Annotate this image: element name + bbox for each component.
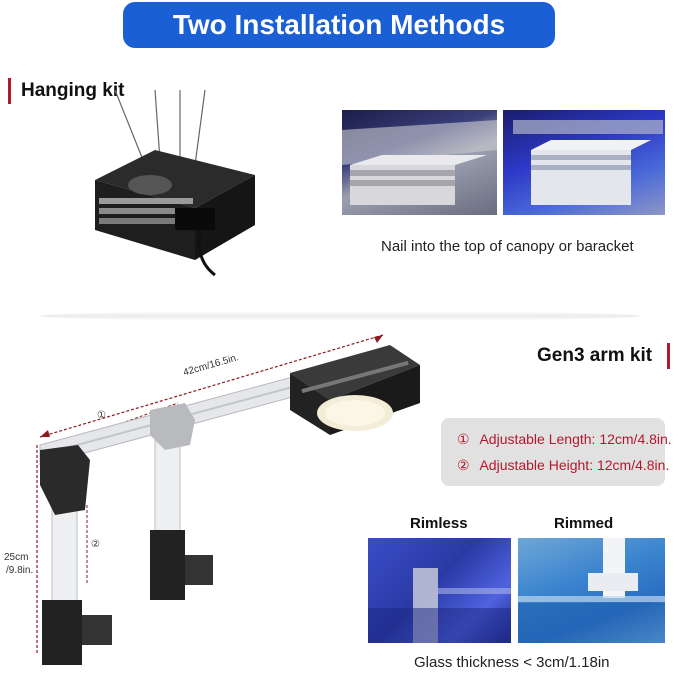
arm-kit-title: Gen3 arm kit (537, 345, 653, 366)
hanging-kit-illustration (95, 90, 255, 277)
height-dimension-label-top: 25cm (4, 552, 29, 563)
rimmed-tank-photo (518, 538, 665, 643)
adjustment-info-box: ① Adjustable Length: 12cm/4.8in. ② Adjus… (441, 418, 672, 486)
rimless-tank-photo (368, 538, 511, 643)
section-divider (40, 311, 640, 321)
info-line-length: ① Adjustable Length: 12cm/4.8in. (457, 431, 672, 448)
hanging-kit-accent-bar (8, 78, 11, 104)
info-text-length: Adjustable Length: 12cm/4.8in. (479, 431, 672, 447)
info-marker-2: ② (457, 457, 470, 473)
info-marker-1: ① (457, 431, 470, 447)
info-line-height: ② Adjustable Height: 12cm/4.8in. (457, 457, 669, 474)
rimless-label: Rimless (410, 515, 468, 532)
length-marker: ① (97, 410, 106, 421)
glass-thickness-caption: Glass thickness < 3cm/1.18in (414, 654, 610, 671)
hanging-kit-title: Hanging kit (21, 80, 125, 101)
height-dimension-label-bottom: /9.8in. (6, 565, 34, 576)
rimmed-label: Rimmed (554, 515, 614, 532)
canopy-mount-photo (342, 110, 497, 215)
info-text-height: Adjustable Height: 12cm/4.8in. (479, 457, 670, 473)
page-title: Two Installation Methods (172, 9, 506, 40)
bracket-mount-photo (503, 110, 665, 215)
hanging-kit-caption: Nail into the top of canopy or baracket (381, 238, 634, 255)
height-marker: ② (91, 539, 100, 550)
arm-kit-accent-bar (667, 343, 670, 369)
arm-kit-illustration (36, 334, 420, 665)
title-banner: Two Installation Methods (123, 2, 555, 48)
